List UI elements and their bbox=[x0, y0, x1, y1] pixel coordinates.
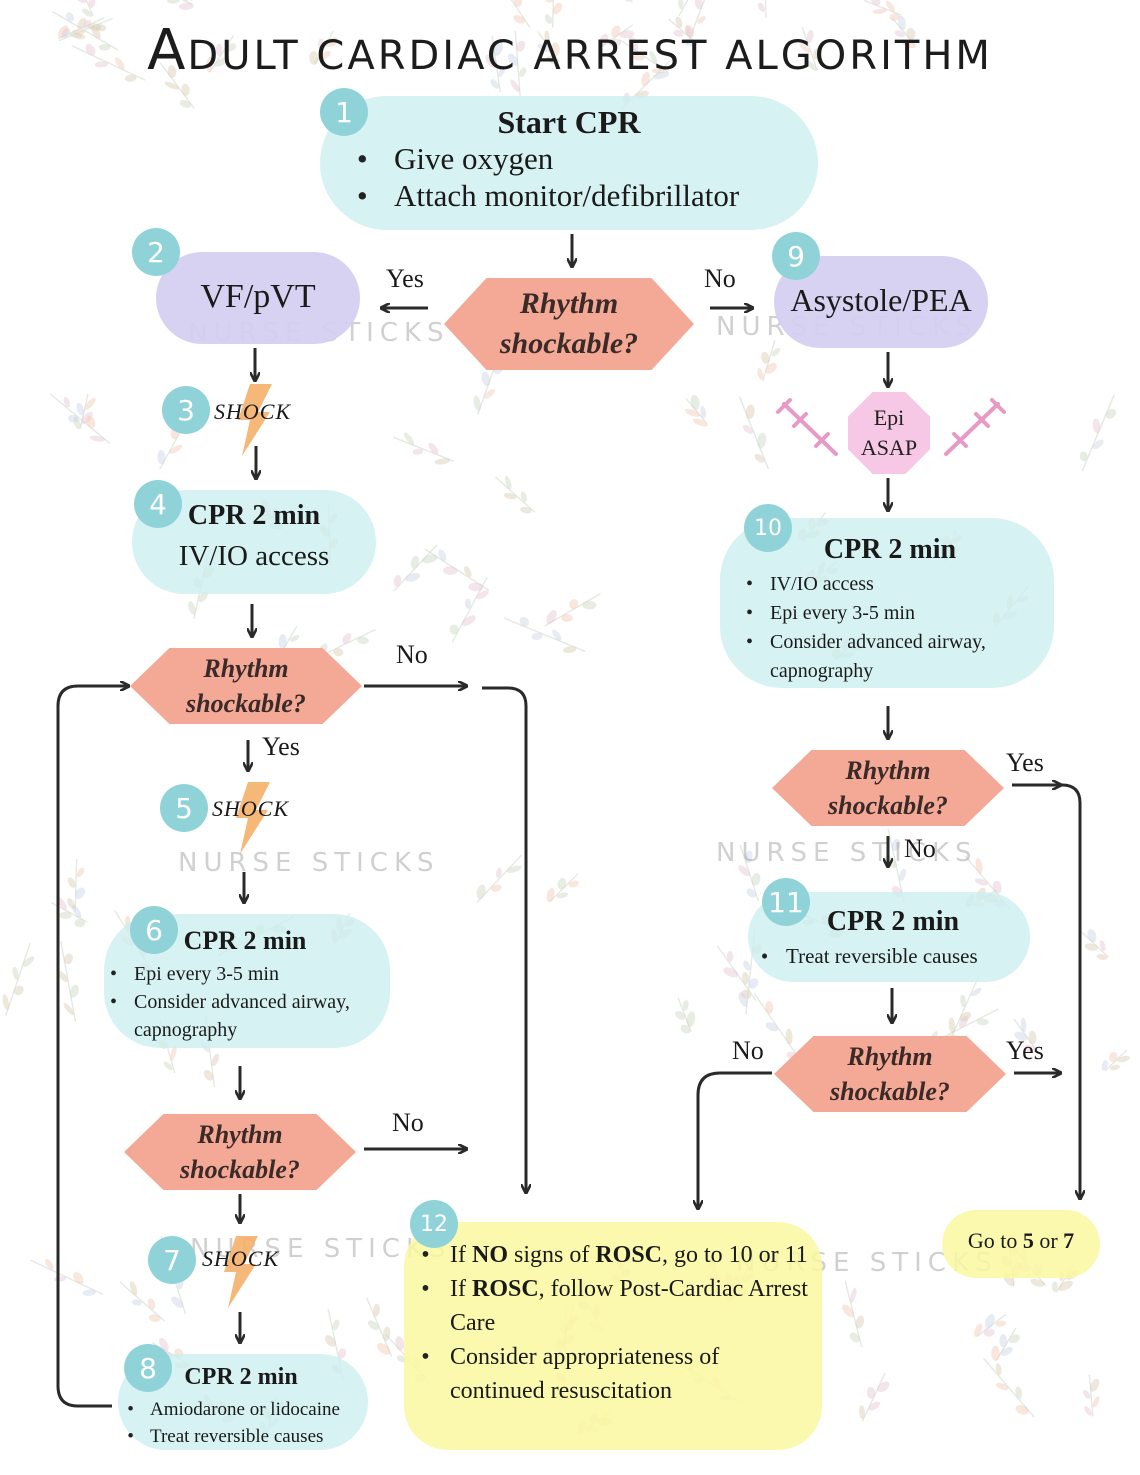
list-item: IV/IO access bbox=[746, 570, 1050, 599]
shock-label: SHOCK bbox=[202, 1246, 280, 1271]
step-10-badge: 10 bbox=[744, 504, 792, 552]
goto-box bbox=[942, 1210, 1100, 1278]
step-8-heading: CPR 2 min bbox=[184, 1364, 298, 1390]
list-item: Epi every 3-5 min bbox=[110, 960, 390, 988]
label-yes: Yes bbox=[1006, 748, 1044, 777]
step-11-heading: CPR 2 min bbox=[826, 906, 960, 937]
step-4-sub: IV/IO access bbox=[178, 540, 330, 572]
step-8-list: Amiodarone or lidocaine Treat reversible… bbox=[127, 1396, 340, 1450]
step-2-label: VF/pVT bbox=[200, 278, 316, 315]
list-item: Treat reversible causes bbox=[127, 1423, 340, 1450]
step-6-heading: CPR 2 min bbox=[183, 926, 307, 955]
goto-label: Go to 5 or 7 bbox=[967, 1228, 1075, 1253]
list-item: If ROSC, follow Post-Cardiac Arrest Care bbox=[421, 1272, 816, 1340]
step-3-badge: 3 bbox=[162, 386, 210, 434]
label-no: No bbox=[904, 834, 936, 863]
syringe-icon bbox=[944, 398, 1006, 456]
step-6-badge: 6 bbox=[130, 906, 178, 954]
step-9-label: Asystole/PEA bbox=[790, 282, 972, 318]
step-1-list: Give oxygen Attach monitor/defibrillator bbox=[357, 140, 739, 214]
page-title: ADULT CARDIAC ARREST ALGORITHM bbox=[147, 18, 993, 83]
step-10-heading: CPR 2 min bbox=[823, 534, 957, 565]
step-7-badge: 7 bbox=[148, 1236, 196, 1284]
step-2-badge: 2 bbox=[132, 228, 180, 276]
label-no: No bbox=[704, 264, 736, 293]
step-1-badge: 1 bbox=[320, 88, 368, 136]
step-4-heading: CPR 2 min bbox=[187, 500, 321, 531]
list-item: Treat reversible causes bbox=[761, 943, 978, 969]
step-1-heading: Start CPR bbox=[497, 104, 641, 140]
step-2-box bbox=[156, 252, 360, 344]
watermark: NURSE STICKS bbox=[178, 848, 440, 878]
step-12-badge: 12 bbox=[410, 1200, 458, 1248]
step-11-list: Treat reversible causes bbox=[761, 943, 978, 969]
step-9-badge: 9 bbox=[772, 232, 820, 280]
step-4-badge: 4 bbox=[134, 480, 182, 528]
step-10-list: IV/IO access Epi every 3-5 min Consider … bbox=[746, 570, 1050, 686]
list-item: Amiodarone or lidocaine bbox=[127, 1396, 340, 1423]
label-no: No bbox=[392, 1108, 424, 1137]
list-item: Consider advanced airway, capnography bbox=[746, 628, 1050, 686]
step-6-list: Epi every 3-5 min Consider advanced airw… bbox=[110, 960, 390, 1044]
list-item: Consider appropriateness of continued re… bbox=[421, 1340, 816, 1408]
shock-label: SHOCK bbox=[214, 399, 292, 424]
list-item: If NO signs of ROSC, go to 10 or 11 bbox=[421, 1238, 816, 1272]
label-yes: Yes bbox=[386, 264, 424, 293]
lightning-bolt-icon bbox=[236, 782, 270, 854]
label-no: No bbox=[732, 1036, 764, 1065]
list-item: Epi every 3-5 min bbox=[746, 599, 1050, 628]
syringe-icon bbox=[776, 398, 838, 456]
label-yes: Yes bbox=[1006, 1036, 1044, 1065]
step-8-badge: 8 bbox=[124, 1344, 172, 1392]
step-11-badge: 11 bbox=[762, 878, 810, 926]
step-12-list: If NO signs of ROSC, go to 10 or 11 If R… bbox=[421, 1238, 816, 1408]
step-5-badge: 5 bbox=[160, 784, 208, 832]
list-item: Consider advanced airway, capnography bbox=[110, 988, 390, 1044]
list-item: Give oxygen bbox=[357, 140, 739, 177]
lightning-bolt-icon bbox=[224, 1236, 258, 1308]
lightning-bolt-icon bbox=[238, 384, 272, 456]
list-item: Attach monitor/defibrillator bbox=[357, 177, 739, 214]
shock-label: SHOCK bbox=[212, 796, 290, 821]
label-yes: Yes bbox=[262, 732, 300, 761]
label-no: No bbox=[396, 640, 428, 669]
watermark: NURSE STICKS bbox=[716, 838, 978, 868]
